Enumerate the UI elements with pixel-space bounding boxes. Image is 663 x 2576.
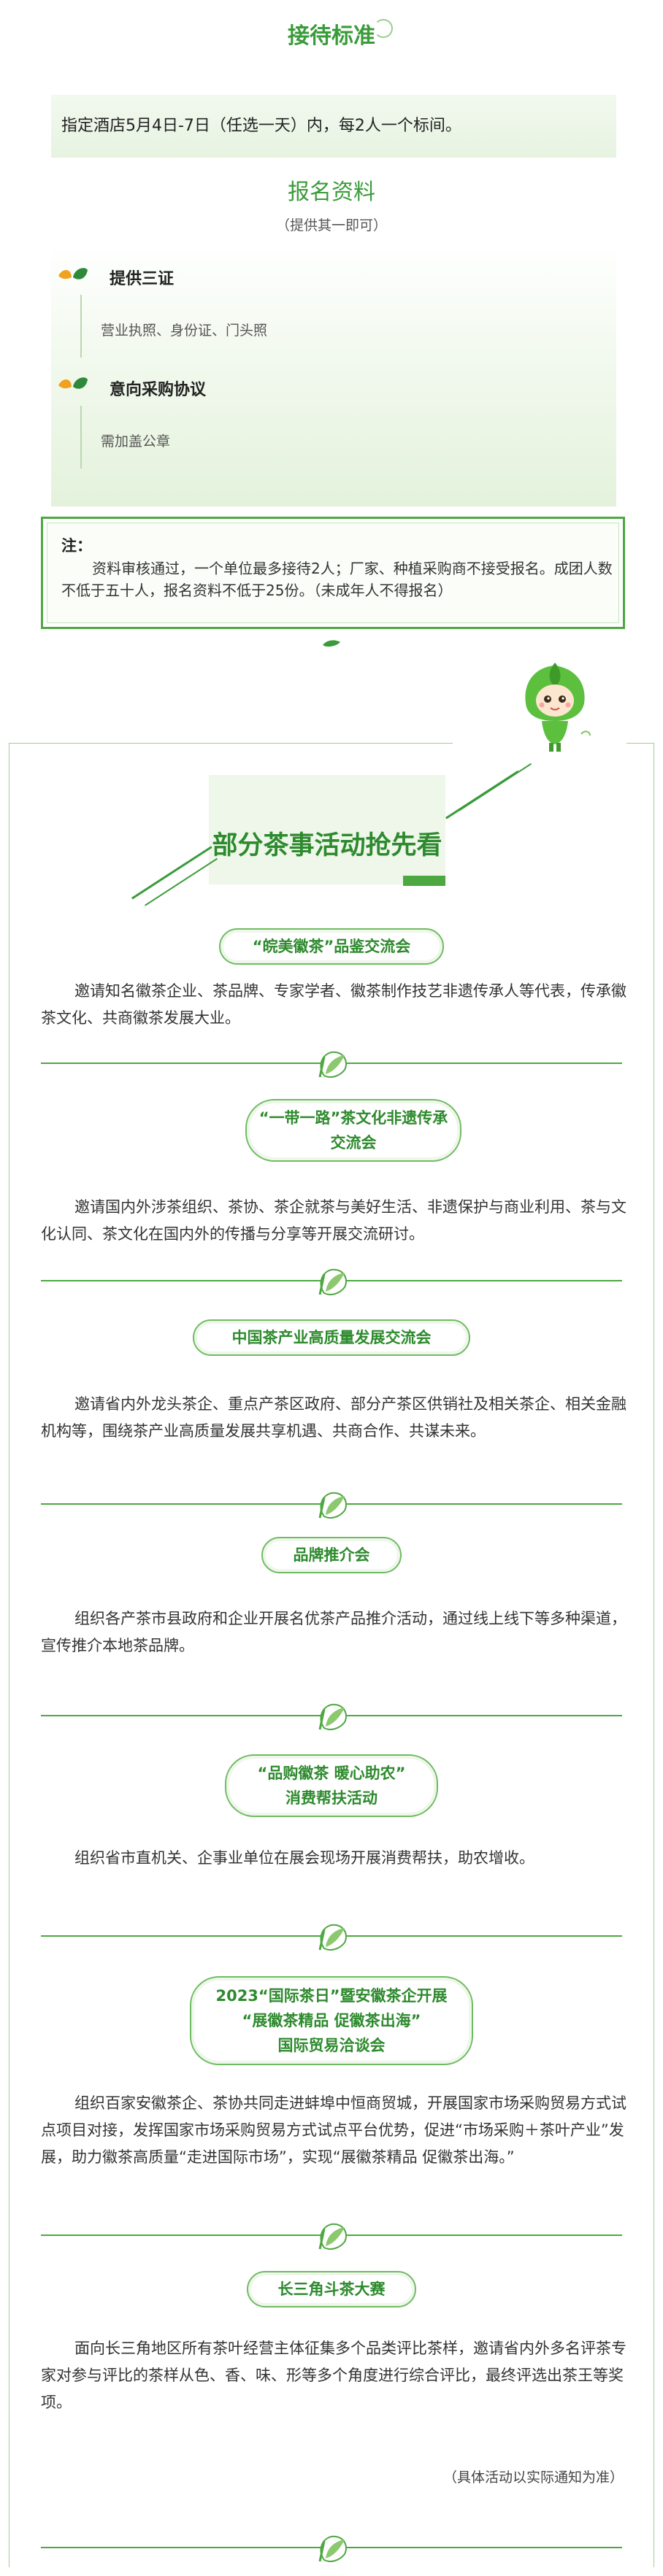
- divider-leaf-icon: [318, 1703, 347, 1730]
- reception-title: 接待标准: [288, 23, 375, 49]
- activity-title: 中国茶产业高质量发展交流会: [193, 1319, 470, 1356]
- activity-desc: 组织各产茶市县政府和企业开展名优茶产品推介活动，通过线上线下等多种渠道，宣传推介…: [41, 1610, 626, 1654]
- divider-leaf-icon: [318, 2223, 347, 2250]
- registration-item-title: 提供三证: [110, 270, 175, 288]
- divider-leaf-icon: [318, 2535, 347, 2562]
- frame-gap: [453, 739, 626, 749]
- activity-title: “品购徽茶 暖心助农” 消费帮扶活动: [225, 1754, 438, 1817]
- activity-desc: 邀请省内外龙头茶企、重点产茶区政府、部分产茶区供销社及相关茶企、相关金融机构等，…: [41, 1395, 626, 1440]
- divider-leaf-icon: [318, 1924, 347, 1951]
- registration-item-title: 意向采购协议: [110, 381, 207, 399]
- registration-subtitle: （提供其一即可）: [275, 217, 387, 234]
- item-bar: [80, 295, 82, 358]
- note-inner-box: [47, 522, 619, 623]
- activity-title: 长三角斗茶大赛: [247, 2271, 416, 2307]
- activity-title-line: 中国茶产业高质量发展交流会: [231, 1329, 432, 1346]
- activity-desc: 邀请知名徽茶企业、茶品牌、专家学者、徽茶制作技艺非遗传承人等代表，传承徽茶文化、…: [41, 982, 626, 1027]
- reception-box: [51, 95, 616, 158]
- activity-title-line: 消费帮扶活动: [285, 1789, 378, 1807]
- activity-title-line: 长三角斗茶大赛: [277, 2280, 386, 2298]
- activity-desc: 面向长三角地区所有茶叶经营主体征集多个品类评比茶样，邀请省内外多名评茶专家对参与…: [41, 2340, 626, 2411]
- activity-title-line: “品购徽茶 暖心助农”: [257, 1765, 406, 1782]
- activity-title-line: 品牌推介会: [293, 1546, 370, 1564]
- activity-title: “一带一路”茶文化非遗传承 交流会: [245, 1099, 461, 1162]
- activity-desc: 邀请国内外涉茶组织、茶协、茶企就茶与美好生活、非遗保护与商业利用、茶与文化认同、…: [41, 1198, 626, 1243]
- hero-box: [209, 775, 445, 884]
- small-leaf-icon: [323, 640, 340, 647]
- activity-desc: 组织省市直机关、企事业单位在展会现场开展消费帮扶，助农增收。: [74, 1849, 534, 1867]
- note-text: 资料审核通过，一个单位最多接待2人；厂家、种植采购商不接受报名。成团人数不低于五…: [61, 560, 613, 599]
- activity-title: “皖美徽茶”品鉴交流会: [219, 928, 444, 965]
- reception-text: 指定酒店5月4日-7日（任选一天）内，每2人一个标间。: [61, 117, 461, 135]
- activity-title: 品牌推介会: [261, 1537, 402, 1573]
- mascot-icon: [525, 663, 591, 752]
- hero-bar: [403, 876, 445, 886]
- tea-leaf-icon: [58, 377, 88, 389]
- activity-title-line: 2023“国际茶日”暨安徽茶企开展: [215, 1987, 448, 2005]
- activity-title-line: “一带一路”茶文化非遗传承: [258, 1109, 448, 1127]
- divider-leaf-icon: [318, 1492, 347, 1519]
- activity-title-line: 国际贸易洽谈会: [277, 2037, 386, 2054]
- activities-title: 部分茶事活动抢先看: [212, 831, 442, 860]
- item-bar: [80, 406, 82, 468]
- title-swirl-icon: [374, 19, 393, 38]
- registration-box: [51, 244, 616, 506]
- disclaimer: （具体活动以实际通知为准）: [442, 2469, 624, 2486]
- tea-leaf-icon: [58, 268, 88, 279]
- divider-leaf-icon: [318, 1268, 347, 1295]
- registration-item-desc: 营业执照、身份证、门头照: [101, 323, 268, 339]
- divider-leaf-icon: [318, 1051, 347, 1078]
- activity-title: 2023“国际茶日”暨安徽茶企开展 “展徽茶精品 促徽茶出海” 国际贸易洽谈会: [190, 1976, 473, 2065]
- note-label: 注：: [61, 537, 92, 555]
- activity-title-line: “皖美徽茶”品鉴交流会: [252, 938, 411, 955]
- activities-frame: [9, 743, 654, 2567]
- activity-desc: 组织百家安徽茶企、茶协共同走进蚌埠中恒商贸城，开展国家市场采购贸易方式试点项目对…: [41, 2094, 626, 2166]
- activity-title-line: 交流会: [330, 1134, 377, 1152]
- registration-item-desc: 需加盖公章: [101, 433, 171, 450]
- registration-title: 报名资料: [288, 180, 375, 205]
- activity-title-line: “展徽茶精品 促徽茶出海”: [242, 2012, 421, 2029]
